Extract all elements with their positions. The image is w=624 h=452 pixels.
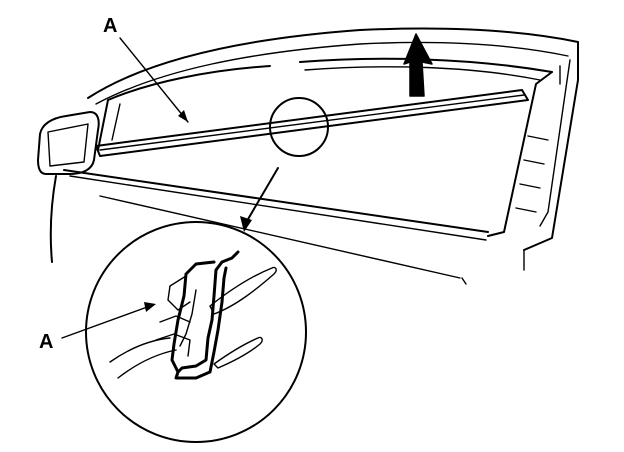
door-frame	[49, 27, 579, 285]
window-molding	[95, 89, 529, 157]
callout-leaders	[61, 37, 279, 339]
arrow-up-icon	[403, 33, 433, 97]
detail-circle-small	[269, 97, 329, 157]
callout-label-a-top: A	[103, 15, 118, 37]
callout-label-a-bottom: A	[39, 331, 54, 353]
side-mirror	[37, 111, 100, 175]
detail-circle-magnified	[85, 221, 307, 443]
